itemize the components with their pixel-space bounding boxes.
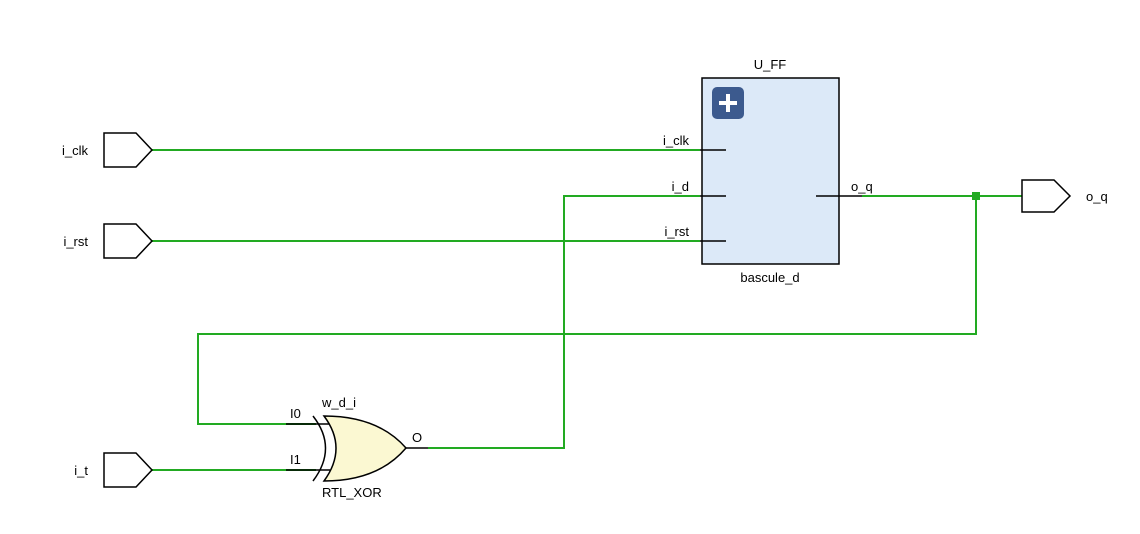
net-w-d-i[interactable] — [428, 195, 700, 449]
nets — [152, 149, 1022, 471]
expand-button[interactable] — [712, 87, 744, 119]
port-label-i-clk: i_clk — [62, 143, 89, 158]
port-i-clk[interactable]: i_clk — [62, 132, 154, 168]
cell-xor-w-d-i[interactable]: w_d_i I0 I1 O RTL_XOR — [286, 395, 428, 500]
output-port-icon — [1021, 179, 1072, 213]
cell-u-ff[interactable]: U_FF i_clk i_d i_rst o_q bascule_d — [663, 57, 873, 285]
pin-label-o-q: o_q — [851, 179, 873, 194]
net-o-q-feedback[interactable] — [197, 196, 977, 425]
cell-instance-name: U_FF — [754, 57, 787, 72]
pin-label-i-clk: i_clk — [663, 133, 690, 148]
port-i-t[interactable]: i_t — [74, 452, 154, 488]
pin-label-i-d: i_d — [672, 179, 689, 194]
input-port-icon — [103, 452, 154, 488]
cell-instance-name: w_d_i — [321, 395, 356, 410]
input-port-icon — [103, 223, 154, 259]
cell-type-name: bascule_d — [740, 270, 799, 285]
port-label-i-t: i_t — [74, 463, 88, 478]
pin-label-i-rst: i_rst — [664, 224, 689, 239]
port-o-q[interactable]: o_q — [1021, 179, 1108, 213]
plus-icon-bar-v — [726, 94, 730, 112]
pin-label-o: O — [412, 430, 422, 445]
port-label-o-q: o_q — [1086, 189, 1108, 204]
net-junction-dot — [972, 192, 980, 200]
xor-gate-icon — [322, 415, 407, 482]
pin-label-i1: I1 — [290, 452, 301, 467]
port-i-rst[interactable]: i_rst — [63, 223, 154, 259]
port-label-i-rst: i_rst — [63, 234, 88, 249]
xor-gate-back-curve — [312, 415, 327, 482]
input-port-icon — [103, 132, 154, 168]
cell-type-name: RTL_XOR — [322, 485, 382, 500]
pin-label-i0: I0 — [290, 406, 301, 421]
